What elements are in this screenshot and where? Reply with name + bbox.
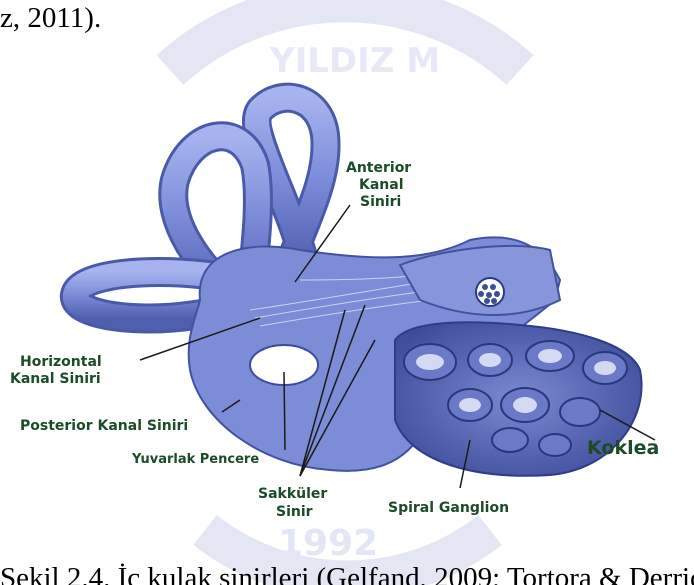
label-spiral: Spiral Ganglion bbox=[388, 500, 509, 516]
label-sakkuler-2: Sinir bbox=[276, 504, 313, 520]
label-koklea: Koklea bbox=[587, 437, 659, 459]
label-anterior-1: Anterior bbox=[346, 160, 411, 176]
label-horizontal-1: Horizontal bbox=[20, 354, 102, 370]
label-yuvarlak: Yuvarlak Pencere bbox=[131, 452, 259, 467]
label-posterior: Posterior Kanal Siniri bbox=[20, 418, 188, 434]
label-sakkuler-1: Sakküler bbox=[258, 486, 327, 502]
label-anterior-3: Siniri bbox=[360, 194, 401, 210]
figure-caption: Şekil 2.4. İç kulak sinirleri (Gelfand, … bbox=[0, 562, 694, 585]
label-anterior-2: Kanal bbox=[359, 177, 404, 193]
label-horizontal-2: Kanal Siniri bbox=[10, 371, 101, 387]
